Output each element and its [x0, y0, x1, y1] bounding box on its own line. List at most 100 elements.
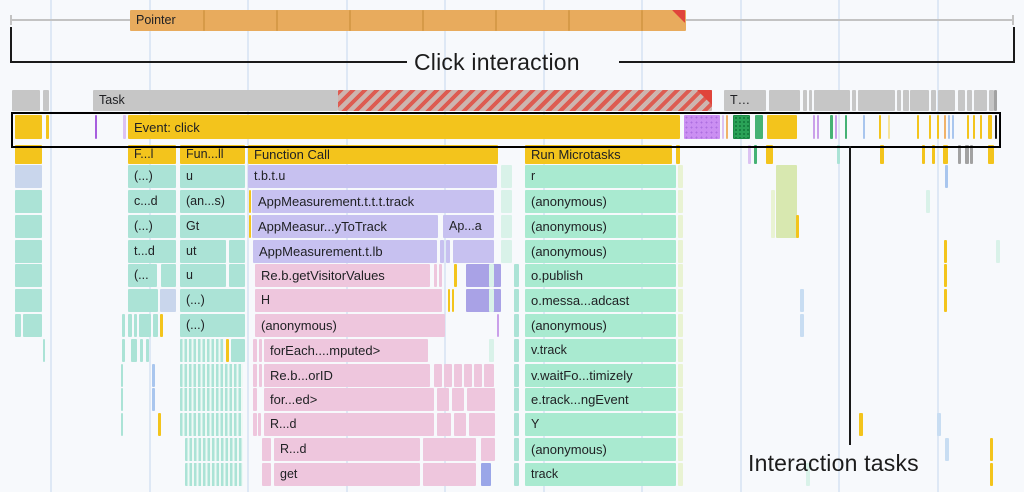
flame-tick[interactable]	[259, 339, 262, 362]
flame-bar[interactable]: get	[274, 463, 420, 486]
flame-tick[interactable]	[678, 240, 683, 263]
flame-tick[interactable]	[46, 115, 49, 139]
flame-tick[interactable]	[917, 115, 919, 139]
flame-tick[interactable]	[454, 413, 466, 436]
header-run-microtasks[interactable]: Run Microtasks	[525, 145, 672, 164]
flame-tick[interactable]	[123, 115, 126, 139]
flame-tick[interactable]	[980, 115, 982, 139]
flame-bar[interactable]: u	[180, 165, 245, 188]
flame-tick[interactable]	[276, 10, 278, 31]
flame-tick[interactable]	[678, 438, 683, 461]
flame-tick[interactable]	[800, 289, 804, 312]
event-click-bar[interactable]: Event: click	[128, 115, 680, 139]
flame-tick[interactable]	[434, 264, 437, 287]
flame-bar[interactable]: Ap...a	[443, 215, 494, 238]
flame-tick[interactable]	[258, 413, 261, 436]
flame-tick[interactable]	[888, 115, 890, 139]
flame-tick[interactable]	[466, 264, 501, 287]
flame-tick[interactable]	[952, 115, 954, 139]
flame-bar[interactable]: (anonymous)	[525, 438, 676, 461]
flame-tick[interactable]	[466, 289, 501, 312]
flame-tick[interactable]	[203, 10, 205, 31]
flame-bar[interactable]: (anonymous)	[525, 190, 676, 213]
flame-tick[interactable]	[15, 314, 21, 337]
flame-tick[interactable]	[229, 240, 245, 263]
flame-tick[interactable]	[453, 240, 494, 263]
flame-tick[interactable]	[489, 264, 494, 287]
flame-tick[interactable]	[501, 190, 512, 213]
flame-tick[interactable]	[944, 264, 947, 287]
flame-tick[interactable]	[678, 165, 683, 188]
flame-tick[interactable]	[926, 190, 930, 213]
flame-tick[interactable]	[800, 314, 804, 337]
flame-tick[interactable]	[858, 90, 895, 111]
flame-tick[interactable]	[932, 145, 935, 164]
flame-bar[interactable]: Re.b.getVisitorValues	[255, 264, 430, 287]
flame-tick[interactable]	[95, 115, 97, 139]
flame-tick[interactable]	[185, 463, 243, 486]
flame-tick[interactable]	[153, 314, 158, 337]
flame-bar[interactable]: R...d	[264, 413, 434, 436]
flame-tick[interactable]	[837, 145, 840, 164]
flame-tick[interactable]	[448, 289, 450, 312]
flame-tick[interactable]	[15, 165, 42, 188]
flame-tick[interactable]	[161, 264, 176, 287]
flame-tick[interactable]	[180, 364, 243, 387]
flame-tick[interactable]	[684, 115, 720, 139]
flame-tick[interactable]	[140, 339, 143, 362]
flame-tick[interactable]	[944, 289, 947, 312]
flame-tick[interactable]	[835, 115, 837, 139]
flame-bar[interactable]: (anonymous)	[525, 240, 676, 263]
flame-tick[interactable]	[776, 165, 797, 238]
flame-tick[interactable]	[568, 10, 570, 31]
flame-tick[interactable]	[139, 314, 151, 337]
flame-tick[interactable]	[262, 438, 271, 461]
flame-tick[interactable]	[497, 314, 499, 337]
flame-bar[interactable]: track	[525, 463, 676, 486]
flame-tick[interactable]	[253, 339, 257, 362]
flame-bar[interactable]: (...)	[128, 215, 176, 238]
flame-tick[interactable]	[15, 190, 42, 213]
flame-tick[interactable]	[937, 413, 941, 436]
flame-bar[interactable]: v.track	[525, 339, 676, 362]
flame-tick[interactable]	[678, 190, 683, 213]
flame-tick[interactable]	[423, 438, 476, 461]
task-hatched-bar[interactable]	[338, 90, 712, 111]
flame-tick[interactable]	[43, 339, 45, 362]
pointer-bar[interactable]: Pointer	[130, 10, 686, 31]
flame-tick[interactable]	[965, 145, 969, 164]
flame-tick[interactable]	[722, 115, 724, 139]
flame-tick[interactable]	[514, 289, 519, 312]
flame-bar[interactable]: for...ed>	[264, 388, 434, 411]
task-overflow-bar[interactable]: T…	[724, 90, 766, 111]
task-bar[interactable]: Task	[93, 90, 338, 111]
flame-tick[interactable]	[134, 314, 137, 337]
flame-tick[interactable]	[988, 115, 992, 139]
flame-tick[interactable]	[180, 413, 243, 436]
flame-tick[interactable]	[678, 339, 683, 362]
flame-bar[interactable]: e.track...ngEvent	[525, 388, 676, 411]
flame-tick[interactable]	[958, 145, 961, 164]
flame-tick[interactable]	[452, 388, 464, 411]
flame-tick[interactable]	[259, 364, 262, 387]
flame-tick[interactable]	[128, 289, 158, 312]
flame-tick[interactable]	[349, 10, 351, 31]
flame-tick[interactable]	[160, 314, 163, 337]
flame-tick[interactable]	[226, 339, 229, 362]
flame-bar[interactable]: ut	[180, 240, 226, 263]
flame-tick[interactable]	[948, 115, 950, 139]
flame-bar[interactable]: o.messa...adcast	[525, 289, 676, 312]
flame-tick[interactable]	[974, 90, 987, 111]
flame-tick[interactable]	[437, 413, 451, 436]
flame-tick[interactable]	[813, 115, 815, 139]
flame-bar[interactable]: Y	[525, 413, 676, 436]
flame-tick[interactable]	[678, 264, 683, 287]
flame-tick[interactable]	[678, 364, 683, 387]
flame-tick[interactable]	[945, 438, 949, 461]
flame-tick[interactable]	[253, 388, 257, 411]
flame-tick[interactable]	[15, 215, 42, 238]
flame-tick[interactable]	[444, 364, 452, 387]
flame-tick[interactable]	[678, 413, 683, 436]
flame-tick[interactable]	[454, 364, 462, 387]
flame-bar[interactable]: AppMeasurement.t.lb	[253, 240, 437, 263]
